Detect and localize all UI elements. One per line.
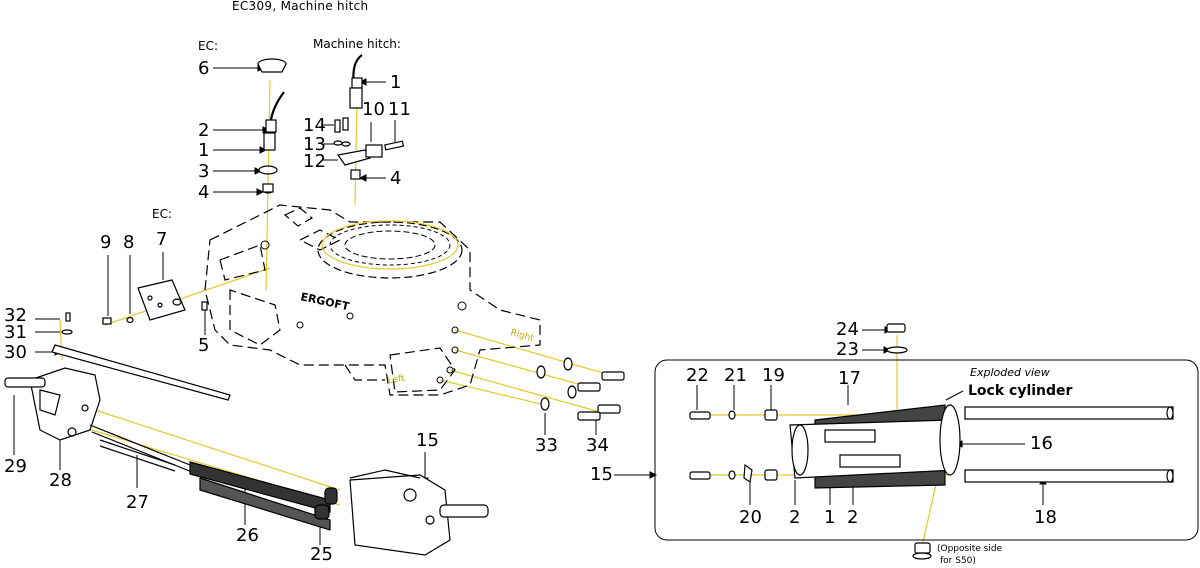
callout-15: 15 xyxy=(590,464,613,485)
callout-11: 11 xyxy=(388,99,411,120)
callout-28: 28 xyxy=(49,470,72,491)
hitch-body-outline xyxy=(204,204,541,396)
callout-12: 12 xyxy=(303,151,326,172)
callout-23: 23 xyxy=(836,339,859,360)
callout-21: 21 xyxy=(724,365,747,386)
lock-cylinder-label: Lock cylinder xyxy=(968,383,1073,399)
right-bolts xyxy=(536,357,625,421)
lock-cylinder-small xyxy=(349,469,489,556)
callout-5: 5 xyxy=(198,335,210,356)
callout-26: 26 xyxy=(236,525,259,546)
callout-18: 18 xyxy=(1034,507,1057,528)
left-parts xyxy=(4,312,231,473)
callout-16: 16 xyxy=(1030,433,1053,454)
ec-plate-parts xyxy=(102,279,208,325)
callout-33: 33 xyxy=(535,435,558,456)
ec-top-label: EC: xyxy=(198,39,219,53)
callout-2: 2 xyxy=(198,120,210,141)
callout-3: 3 xyxy=(198,161,210,182)
callout-34: 34 xyxy=(586,435,609,456)
callout-29: 29 xyxy=(4,456,27,477)
exploded-view-parts xyxy=(689,323,1174,560)
ec-top-parts xyxy=(257,58,287,194)
callout-30: 30 xyxy=(4,342,27,363)
callout-22: 22 xyxy=(686,365,709,386)
diagram-title: EC309, Machine hitch xyxy=(232,0,369,13)
callout-32: 32 xyxy=(4,305,27,326)
callout-2: 2 xyxy=(789,507,801,528)
callout-4: 4 xyxy=(198,182,210,203)
opposite-side-note-line2: for S50) xyxy=(940,556,976,566)
callout-1: 1 xyxy=(198,140,210,161)
callout-13: 13 xyxy=(303,134,326,155)
callout-10: 10 xyxy=(362,99,385,120)
callout-25: 25 xyxy=(310,544,333,565)
callout-24: 24 xyxy=(836,319,859,340)
hitch-holes xyxy=(260,240,467,384)
callout-6: 6 xyxy=(198,58,210,79)
callout-17: 17 xyxy=(838,368,861,389)
machine-hitch-label: Machine hitch: xyxy=(313,37,401,51)
callout-4: 4 xyxy=(390,168,402,189)
opposite-side-note-line1: (Opposite side xyxy=(937,544,1003,554)
callout-15: 15 xyxy=(416,430,439,451)
svg-text:ERGOFT: ERGOFT xyxy=(299,290,350,313)
hitch-lettering: ERGOFT xyxy=(299,290,350,313)
callout-1: 1 xyxy=(824,507,836,528)
ec-mid-label: EC: xyxy=(152,207,173,221)
callout-19: 19 xyxy=(762,365,785,386)
exploded-view-frame xyxy=(654,359,1199,541)
callout-20: 20 xyxy=(739,507,762,528)
springs xyxy=(189,461,338,531)
callout-2: 2 xyxy=(847,507,859,528)
callout-1: 1 xyxy=(390,72,402,93)
exploded-view-label: Exploded view xyxy=(970,366,1050,379)
callout-9: 9 xyxy=(100,232,112,253)
turntable-ring xyxy=(317,220,463,279)
callout-14: 14 xyxy=(303,115,326,136)
callout-7: 7 xyxy=(156,229,168,250)
machine-hitch-parts xyxy=(333,54,405,180)
callout-8: 8 xyxy=(123,232,135,253)
callout-31: 31 xyxy=(4,322,27,343)
callout-27: 27 xyxy=(126,492,149,513)
